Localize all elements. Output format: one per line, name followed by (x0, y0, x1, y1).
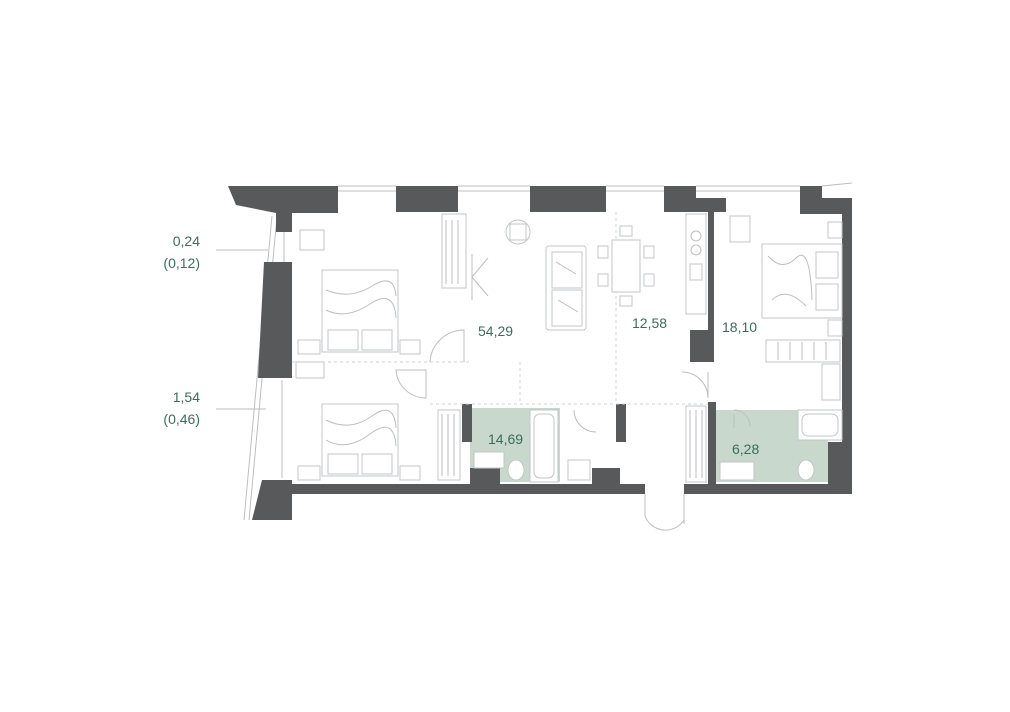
bedroom-1-furniture (297, 213, 489, 355)
partitions-and-doors (292, 212, 751, 531)
bedroom-3-furniture (729, 215, 843, 401)
bathroom-2-fixtures (719, 409, 843, 481)
balcony-upper-area: 0,24 (172, 233, 200, 249)
bathroom-1-fixtures (473, 409, 591, 483)
kitchen-furniture (685, 213, 707, 483)
dining-furniture (597, 225, 655, 307)
balcony-lower-reduced-area: (0,46) (163, 411, 200, 427)
balcony-upper-reduced-area: (0,12) (163, 255, 200, 271)
living-furniture (505, 219, 587, 331)
bedroom-2-furniture (295, 361, 461, 481)
balcony-lower-area: 1,54 (172, 389, 200, 405)
room-area-bedroom: 18,10 (722, 319, 758, 335)
window-lines (338, 182, 853, 192)
room-area-bathroom-2: 6,28 (732, 441, 760, 457)
walls (228, 186, 852, 520)
room-area-kitchen: 12,58 (632, 315, 668, 331)
room-area-living: 54,29 (478, 323, 514, 339)
room-area-bathroom-1: 14,69 (488, 431, 524, 447)
